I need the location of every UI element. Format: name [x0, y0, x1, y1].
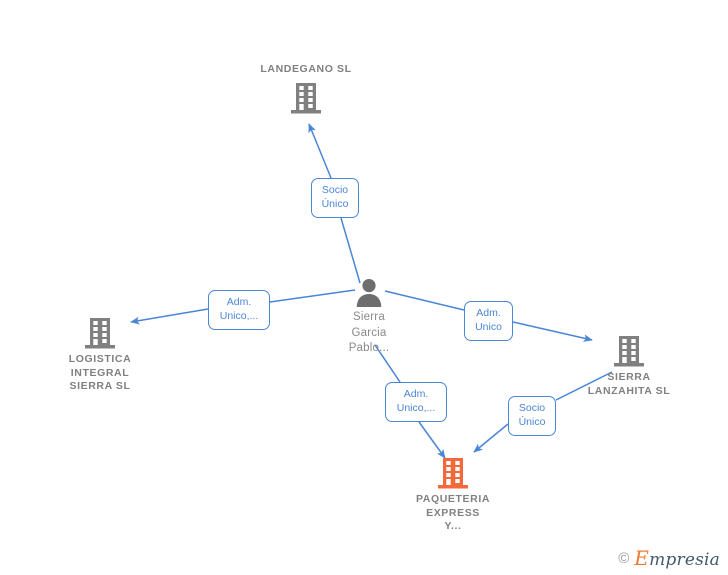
edge-lanzahita-to-paqueteria — [473, 371, 613, 453]
graph-node-landegano[interactable]: LANDEGANO SL — [231, 63, 381, 115]
empresia-watermark: © Empresia — [618, 548, 720, 569]
relation-chip-adm-unico-lanzahita[interactable]: Adm. Unico — [464, 301, 513, 341]
node-label-landegano: LANDEGANO SL — [260, 63, 352, 75]
relation-chip-adm-unico-paqueteria[interactable]: Adm. Unico,... — [385, 382, 447, 422]
brand-name: Empresia — [634, 548, 720, 569]
edge-person-to-landegano — [308, 123, 361, 284]
edge-person-to-logistica — [130, 289, 356, 325]
building-icon — [554, 334, 704, 368]
graph-node-sierra-garcia-pablo[interactable]: Sierra Garcia Pablo... — [294, 278, 444, 357]
node-label-sierra-garcia-pablo: Sierra Garcia Pablo... — [348, 311, 390, 354]
node-label-sierra-lanzahita: SIERRA LANZAHITA SL — [587, 371, 671, 397]
relation-chip-socio-unico-landegano[interactable]: Socio Único — [311, 178, 359, 218]
node-label-paqueteria-express: PAQUETERIA EXPRESS Y... — [415, 493, 491, 532]
graph-node-logistica-integral-sierra[interactable]: LOGISTICA INTEGRAL SIERRA SL — [25, 316, 175, 394]
building-icon — [231, 81, 381, 115]
relation-chip-adm-unico-logistica[interactable]: Adm. Unico,... — [208, 290, 270, 330]
relation-chip-socio-unico-paqueteria[interactable]: Socio Único — [508, 396, 556, 436]
graph-node-sierra-lanzahita[interactable]: SIERRA LANZAHITA SL — [554, 334, 704, 398]
edge-person-to-lanzahita — [384, 290, 593, 342]
node-label-logistica-integral-sierra: LOGISTICA INTEGRAL SIERRA SL — [68, 353, 132, 392]
copyright-icon: © — [618, 550, 630, 567]
brand-rest: mpresia — [649, 550, 720, 570]
brand-initial: E — [634, 546, 650, 570]
edge-person-to-paqueteria — [374, 344, 446, 459]
graph-node-paqueteria-express[interactable]: PAQUETERIA EXPRESS Y... — [378, 456, 528, 534]
person-icon — [294, 278, 444, 307]
building-icon-highlighted — [378, 456, 528, 490]
building-icon — [25, 316, 175, 350]
